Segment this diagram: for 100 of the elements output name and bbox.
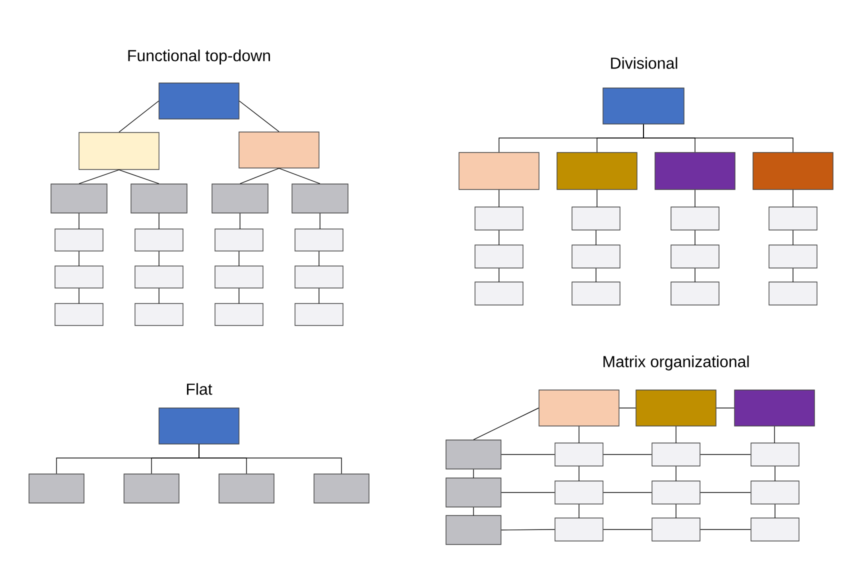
org-chart-box [572,282,620,306]
connector-line [501,454,555,455]
org-chart-box [294,266,344,288]
connector-line [700,454,751,455]
connector-line [278,168,320,184]
connector-line [158,288,160,304]
connector-line [501,529,555,530]
connector-line [578,426,580,444]
org-chart-box [134,303,184,326]
org-chart-box [446,515,502,545]
org-chart-box [474,206,524,230]
connector-line [792,190,794,208]
org-chart-box [238,132,320,168]
org-chart-box [54,303,104,326]
org-chart-box [750,518,800,542]
connector-line [239,100,280,132]
connector-line [498,230,500,246]
connector-line [774,466,776,482]
connector-line [643,124,794,152]
org-chart-box [446,478,502,508]
org-chart-box [292,184,348,214]
connector-line [694,230,696,246]
org-chart-box [214,266,264,288]
org-chart-box [158,408,240,444]
connector-line [774,426,775,444]
connector-line [118,100,159,132]
connector-line [240,168,280,184]
connector-line [78,288,80,304]
connector-line [158,251,160,266]
connector-line [596,190,598,208]
org-chart-box [214,303,264,326]
chart-title: Matrix organizational [604,356,749,370]
org-chart-box [54,266,104,288]
org-chart-box [556,152,638,190]
org-chart-box [158,82,240,120]
org-chart-box [134,228,184,252]
connector-line [792,230,794,246]
org-chart-box [294,228,344,252]
org-chart-box [474,282,524,306]
org-chart-box [554,442,604,466]
org-chart-box [768,244,818,268]
org-chart-box [458,152,540,190]
connector-line [78,251,80,266]
connector-line [78,170,120,184]
org-chart-box [218,474,274,504]
org-chart-box [78,132,160,170]
connector-line [700,529,751,530]
connector-line [498,190,500,208]
org-chart-box [768,282,818,306]
chart-title: Functional top-down [128,50,270,64]
connector-line [792,268,794,282]
org-chart-box [652,518,700,542]
connector-line [694,268,696,282]
connector-line [694,190,696,208]
connector-line [198,444,342,474]
org-chart-box [734,390,815,426]
connector-line [158,213,160,230]
connector-line [603,492,652,493]
org-chart-box [750,480,800,504]
org-chart-box [652,442,700,466]
org-chart-box [50,184,108,214]
connector-line [118,170,160,184]
connector-line [473,469,474,478]
org-chart-box [654,152,736,190]
connector-line [700,492,751,493]
org-chart-box [636,390,716,426]
org-chart-box [314,474,370,504]
org-chart-box [54,228,104,252]
org-chart-box [294,303,344,326]
org-chart-box [572,244,620,268]
connector-line [774,504,776,518]
org-chart-box [750,442,800,466]
connector-line [78,213,80,230]
org-chart-box [670,206,720,230]
org-chart-box [474,244,524,268]
connector-line [498,268,500,282]
org-chart-box [130,184,188,214]
connector-line [473,507,474,516]
org-chart-box [670,282,720,306]
org-chart-box [752,152,834,190]
org-chart-box [652,480,700,504]
org-chart-box [214,228,264,252]
org-chart-box [134,266,184,288]
org-chart-box [572,206,620,230]
connector-line [318,288,320,304]
org-chart-box [28,474,84,504]
org-chart-box [768,206,818,230]
connector-line [501,492,555,493]
org-chart-box [602,88,684,124]
org-chart-box [538,390,620,426]
org-chart-box [670,244,720,268]
connector-line [318,251,320,266]
org-chart-box [212,184,268,214]
org-chart-box [124,474,180,504]
connector-line [473,408,539,440]
org-chart-box [554,518,604,542]
connector-line [578,504,580,518]
connector-line [603,529,652,530]
chart-title: Divisional [611,57,678,69]
connector-line [578,466,580,482]
